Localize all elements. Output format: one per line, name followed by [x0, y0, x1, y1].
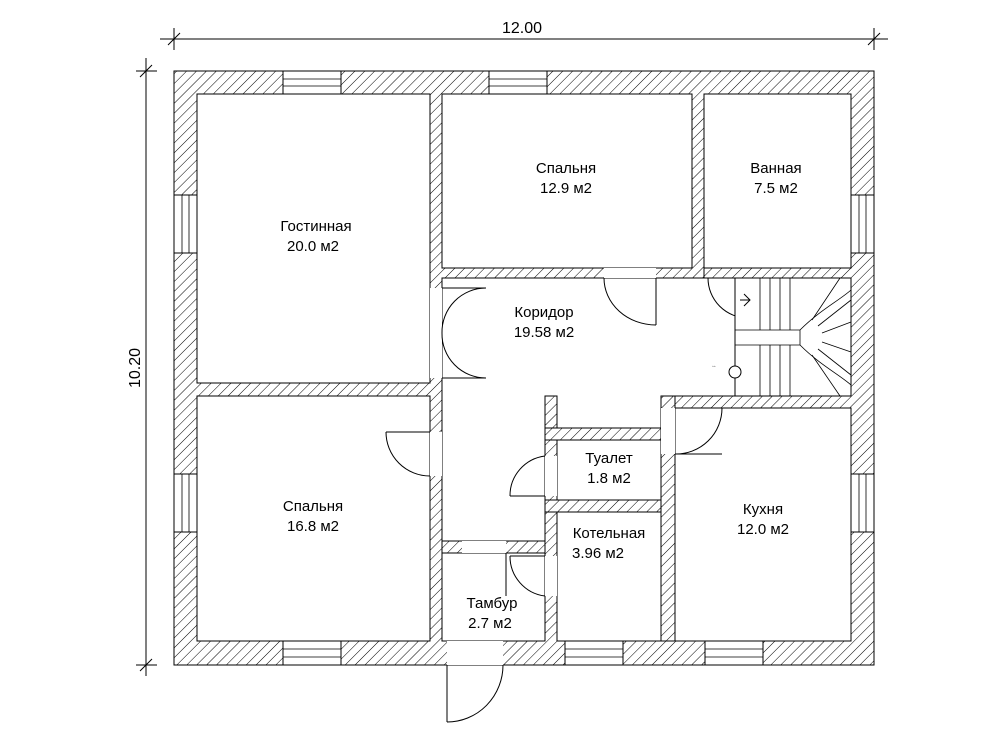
room-area: 12.9 м2 [540, 180, 592, 197]
dimension-height: 10.20 [127, 58, 157, 676]
room-toilet: Туалет 1.8 м2 [585, 450, 633, 487]
room-boiler: Котельная 3.96 м2 [572, 525, 645, 562]
room-vestibule: Тамбур 2.7 м2 [467, 595, 518, 632]
room-area: 1.8 м2 [587, 470, 631, 487]
svg-text:◦◦: ◦◦ [712, 364, 716, 370]
wall-boiler-top [544, 499, 662, 513]
room-name: Спальня [536, 160, 596, 177]
room-area: 7.5 м2 [754, 180, 798, 197]
width-label: 12.00 [502, 20, 542, 37]
room-area: 16.8 м2 [287, 518, 339, 535]
staircase: ◦◦ [712, 277, 852, 397]
height-label: 10.20 [127, 348, 144, 388]
room-bathroom: Ванная 7.5 м2 [750, 160, 801, 197]
walls [173, 70, 875, 666]
room-kitchen: Кухня 12.0 м2 [737, 501, 789, 538]
room-area: 20.0 м2 [287, 238, 339, 255]
door-openings [430, 268, 675, 665]
room-area: 19.58 м2 [514, 324, 574, 341]
room-area: 12.0 м2 [737, 521, 789, 538]
wall-toilet-boiler [544, 427, 662, 441]
room-name: Коридор [514, 304, 573, 321]
room-bedroom-2: Спальня 16.8 м2 [283, 498, 343, 535]
room-area: 3.96 м2 [572, 545, 624, 562]
room-name: Тамбур [467, 595, 518, 612]
room-name: Туалет [585, 450, 633, 467]
room-name: Кухня [743, 501, 783, 518]
room-name: Ванная [750, 160, 801, 177]
room-name: Котельная [573, 525, 646, 542]
room-bedroom-1: Спальня 12.9 м2 [536, 160, 596, 197]
room-area: 2.7 м2 [468, 615, 512, 632]
windows [173, 70, 875, 666]
room-living: Гостинная 20.0 м2 [280, 218, 351, 255]
room-name: Гостинная [280, 218, 351, 235]
dimension-width: 12.00 [160, 20, 888, 50]
room-name: Спальня [283, 498, 343, 515]
room-corridor: Коридор 19.58 м2 [514, 304, 574, 341]
